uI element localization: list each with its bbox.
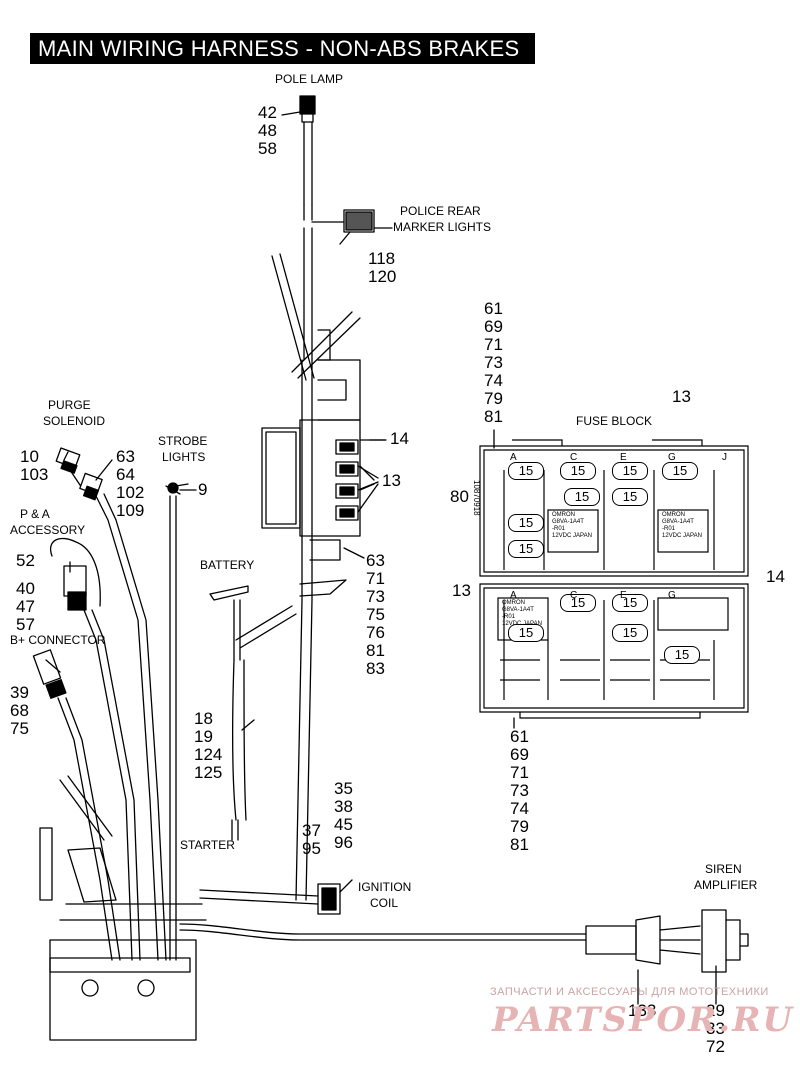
strobe-label: STROBE (158, 434, 208, 448)
callout-13b: 13 (672, 387, 691, 406)
pole-lamp-connector (299, 95, 316, 361)
relay-unit (261, 419, 386, 597)
fuse-letter: G (668, 452, 676, 463)
lights-label: LIGHTS (162, 450, 206, 464)
siren-amplifier-connector (585, 909, 749, 973)
fuse-block (479, 439, 749, 719)
fuse-letter: C (570, 590, 578, 601)
callout-14a: 14 (390, 429, 409, 448)
fuse-block-label: FUSE BLOCK (576, 414, 653, 428)
pa-label: P & A (20, 507, 50, 521)
pa-accessory-connector (50, 537, 141, 961)
battery-lead (209, 585, 297, 841)
fuse-cell: 15 (508, 624, 544, 642)
accessory-label: ACCESSORY (10, 523, 86, 537)
starter-label: STARTER (180, 838, 235, 852)
harness-base (49, 903, 587, 1041)
bplus-label: B+ CONNECTOR (10, 633, 106, 647)
purge-solenoid-connector (55, 447, 83, 489)
fuse-cell: 15 (612, 462, 648, 480)
fuse-cell: 15 (560, 462, 596, 480)
fuse-cell: 15 (662, 462, 698, 480)
fuse-cell: 15 (612, 488, 648, 506)
callout-13c: 13 (452, 581, 471, 600)
solenoid-label: SOLENOID (43, 414, 106, 428)
purge-label: PURGE (48, 398, 91, 412)
connector-63 (79, 472, 167, 961)
fuse-letter: E (620, 590, 627, 601)
fuse-letter: C (570, 452, 578, 463)
watermark-logo: PARTSPOR.RU (492, 1000, 795, 1040)
fuse-letter: G (668, 590, 676, 601)
ignition-label: IGNITION (358, 880, 412, 894)
callout-13a: 13 (382, 471, 401, 490)
fuse-cell: 15 (560, 594, 596, 612)
police-rear-label: POLICE REAR (400, 204, 481, 218)
fuse-letter: J (722, 452, 727, 463)
ignition-coil-connector (199, 883, 341, 915)
fuse-cell: 15 (508, 540, 544, 558)
battery-label: BATTERY (200, 558, 255, 572)
strobe-connector (165, 482, 181, 961)
fuse-cell: 15 (612, 594, 648, 612)
fuse-letter: A (510, 452, 517, 463)
coil-label: COIL (370, 896, 399, 910)
callout-9: 9 (198, 480, 208, 499)
harness-trunk (295, 329, 361, 901)
fuse-letter: E (620, 452, 627, 463)
marker-lights-label: MARKER LIGHTS (393, 220, 492, 234)
fuse-cell: 15 (508, 514, 544, 532)
fuse-cell: 15 (564, 488, 600, 506)
amplifier-label: AMPLIFIER (694, 878, 758, 892)
marker-lights-connector (311, 209, 375, 233)
siren-label: SIREN (705, 862, 742, 876)
callout-14b: 14 (766, 567, 785, 586)
page-title: MAIN WIRING HARNESS - NON-ABS BRAKES (30, 33, 535, 64)
fuse-cell: 15 (508, 462, 544, 480)
pole-lamp-label: POLE LAMP (275, 72, 344, 86)
fuse-side-number: 10870918 (472, 480, 481, 516)
callout-133: 133 (628, 1001, 657, 1020)
fuse-letter: A (510, 590, 517, 601)
watermark-tagline: ЗАПЧАСТИ И АКСЕССУАРЫ ДЛЯ МОТОТЕХНИКИ (490, 986, 769, 998)
fuse-cell: 15 (612, 624, 648, 642)
callout-80: 80 (450, 487, 469, 506)
fuse-cell: 15 (664, 646, 700, 664)
